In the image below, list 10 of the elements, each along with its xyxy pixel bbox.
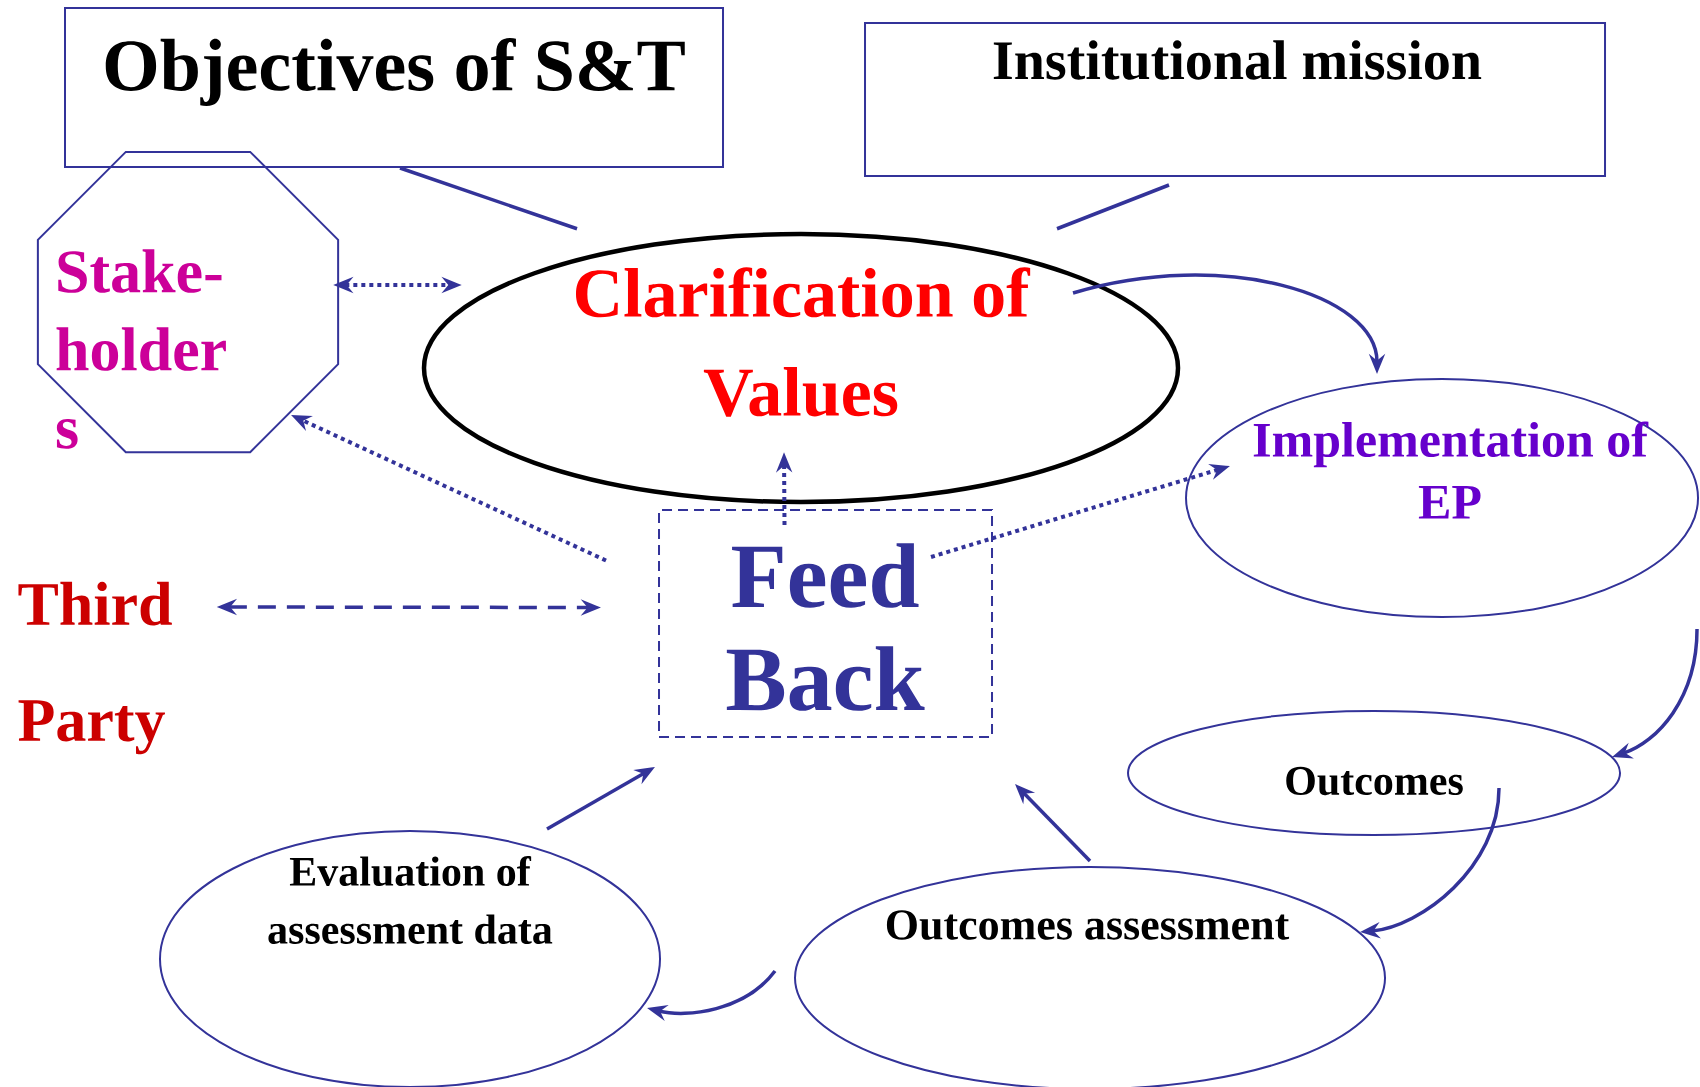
connector-line — [1056, 183, 1170, 231]
dashed-box: Feed Back — [658, 509, 993, 738]
connector-line — [399, 166, 578, 231]
side-label: Third Party — [18, 581, 172, 755]
heading-box: Objectives of S&T — [64, 7, 724, 168]
octagon-node: Stake- holder s — [36, 150, 340, 454]
ellipse-node: Clarification of Values — [421, 231, 1181, 505]
heading-box: Institutional mission — [864, 22, 1606, 177]
ellipse-node: Outcomes — [1127, 710, 1621, 836]
ellipse-node: Implementation of EP — [1185, 378, 1699, 618]
